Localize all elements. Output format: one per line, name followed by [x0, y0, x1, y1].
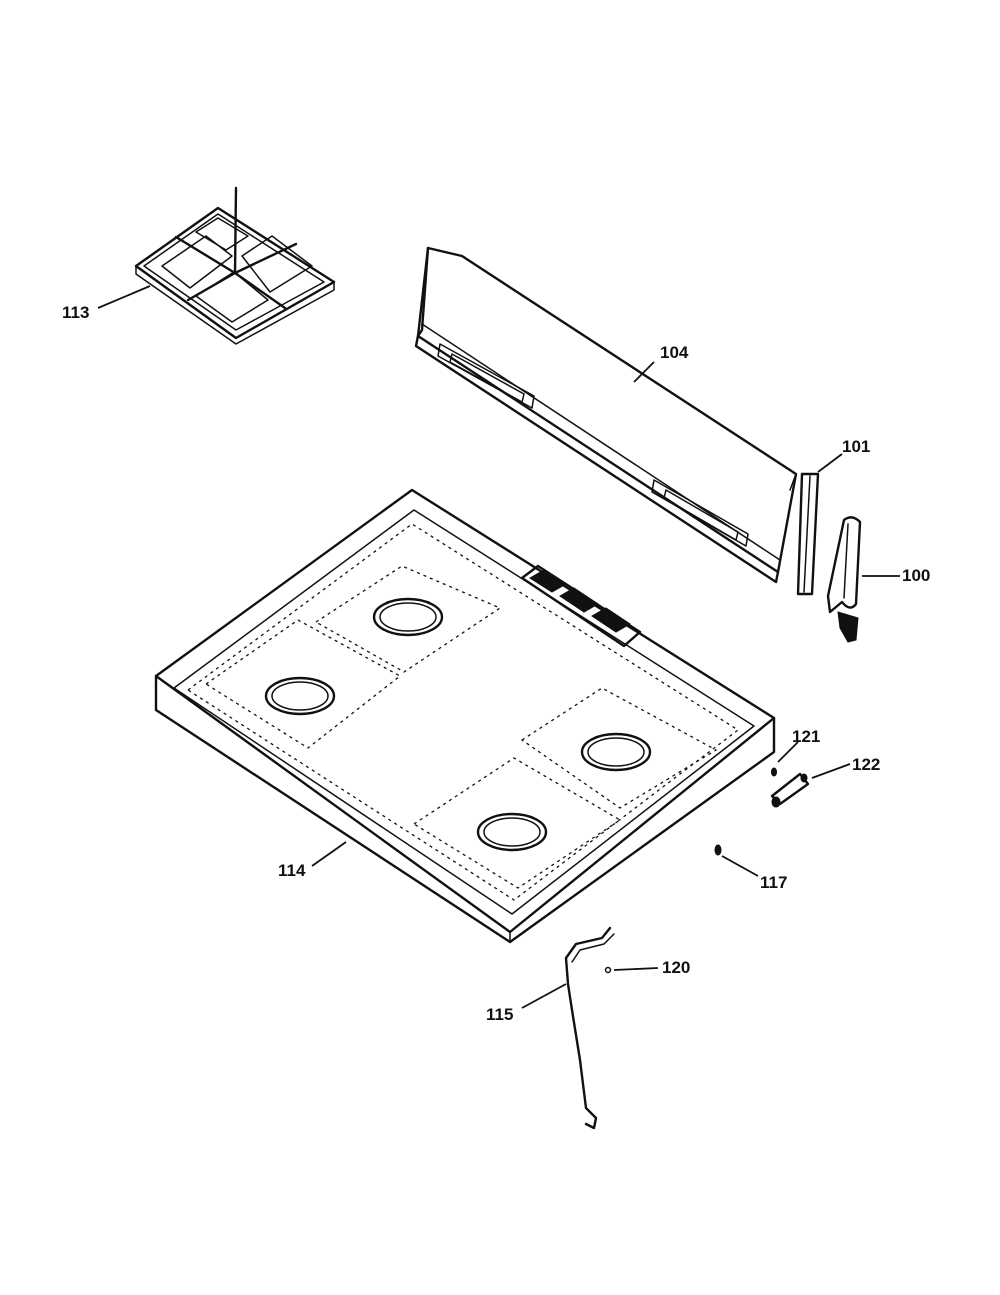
- leader-113: [97, 285, 151, 309]
- callout-104: 104: [660, 343, 689, 362]
- leader-122: [811, 763, 851, 779]
- trim-strip-101: [796, 472, 820, 596]
- screw-120: [604, 966, 612, 974]
- leader-120: [613, 967, 659, 971]
- leader-115: [521, 983, 567, 1009]
- callout-100: 100: [902, 566, 930, 585]
- screw-121: [771, 767, 777, 777]
- leader-104: [633, 361, 655, 383]
- leader-101: [817, 453, 843, 473]
- screw-117: [714, 844, 722, 856]
- leader-117: [721, 855, 759, 877]
- burner-grate-113: [134, 186, 336, 345]
- support-rod-115: [564, 926, 615, 1130]
- bracket-122: [770, 772, 810, 808]
- end-cap-100: [826, 516, 862, 643]
- callout-115: 115: [486, 1005, 513, 1024]
- callout-120: 120: [662, 958, 690, 977]
- backguard-104: [414, 246, 798, 584]
- callout-117: 117: [760, 873, 787, 892]
- leader-121: [777, 741, 799, 763]
- cooktop-114: [154, 488, 776, 944]
- callout-114: 114: [278, 861, 306, 880]
- callout-122: 122: [852, 755, 880, 774]
- callout-101: 101: [842, 437, 870, 456]
- callout-121: 121: [792, 727, 820, 746]
- callout-113: 113: [62, 303, 89, 322]
- leader-114: [311, 841, 347, 867]
